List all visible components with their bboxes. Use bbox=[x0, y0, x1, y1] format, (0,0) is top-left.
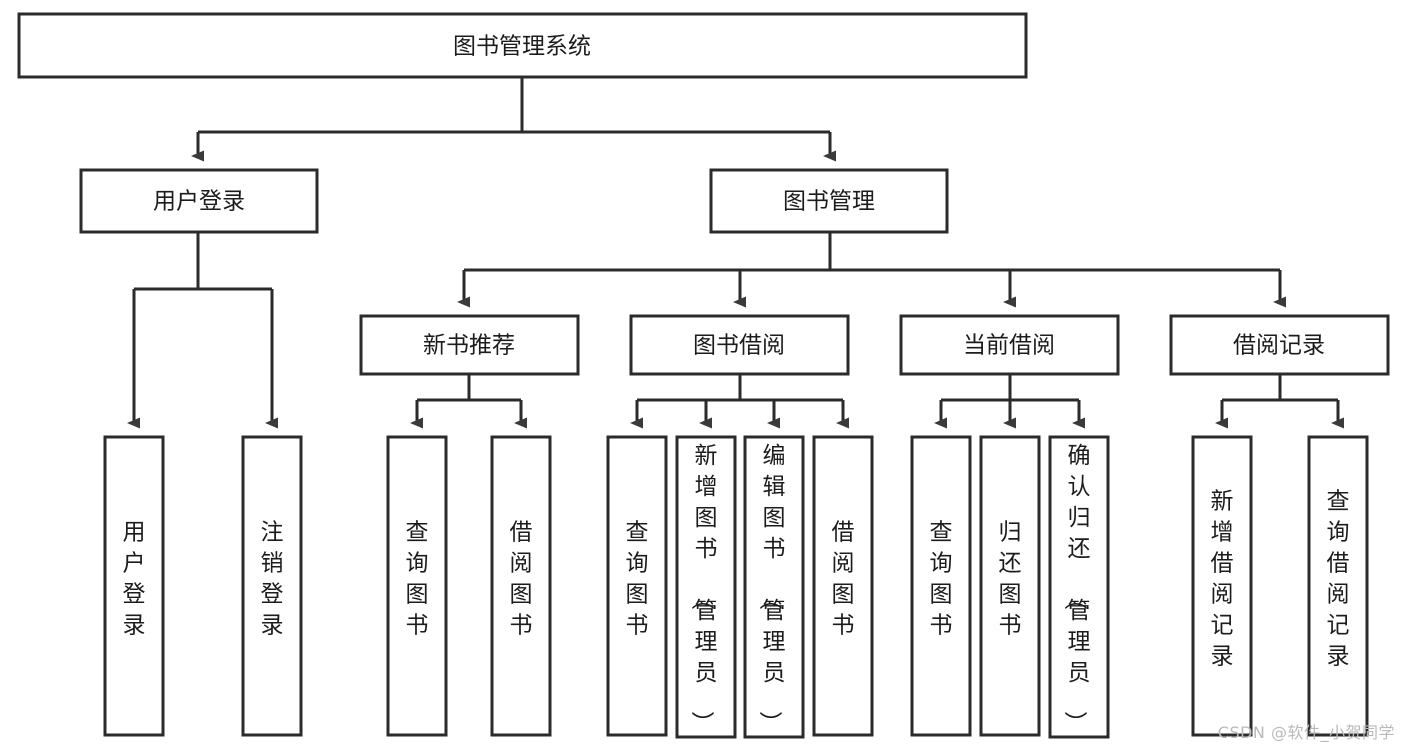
node-leaf-borrow-book-2-label: 借阅图书 bbox=[832, 520, 855, 639]
node-leaf-add-book-label: 新增图书（管理员） bbox=[689, 443, 718, 734]
node-leaf-query-book-2-box[interactable] bbox=[606, 435, 668, 737]
node-leaf-add-record[interactable]: 新增借阅记录 bbox=[1191, 435, 1253, 737]
node-current-borrow[interactable]: 当前借阅 bbox=[899, 314, 1120, 376]
node-leaf-edit-book-label: 编辑图书（管理员） bbox=[757, 443, 786, 734]
node-leaf-edit-book[interactable]: 编辑图书（管理员） bbox=[743, 435, 805, 739]
csdn-watermark: CSDN @软件_小贺同学 bbox=[1217, 723, 1395, 742]
node-leaf-confirm-return[interactable]: 确认归还（管理员） bbox=[1048, 435, 1110, 739]
node-book-management-label: 图书管理 bbox=[783, 189, 875, 215]
node-leaf-edit-book-box[interactable] bbox=[743, 435, 805, 739]
node-new-book-recommend[interactable]: 新书推荐 bbox=[359, 314, 580, 376]
node-leaf-return-book[interactable]: 归还图书 bbox=[979, 435, 1041, 737]
node-book-borrow-label: 图书借阅 bbox=[693, 333, 785, 359]
node-book-management[interactable]: 图书管理 bbox=[709, 168, 949, 234]
node-root-box[interactable] bbox=[17, 12, 1028, 79]
node-book-borrow-box[interactable] bbox=[629, 314, 850, 376]
node-root[interactable]: 图书管理系统 bbox=[17, 12, 1028, 79]
node-leaf-borrow-book-2-box[interactable] bbox=[812, 435, 874, 737]
node-user-login-box[interactable] bbox=[79, 168, 319, 234]
node-leaf-query-record-box[interactable] bbox=[1307, 435, 1369, 737]
node-borrow-record-box[interactable] bbox=[1169, 314, 1390, 376]
node-leaf-add-record-box[interactable] bbox=[1191, 435, 1253, 737]
node-user-login-label: 用户登录 bbox=[153, 189, 245, 215]
node-leaf-query-book-1-label: 查询图书 bbox=[406, 520, 429, 639]
node-leaf-logout-login[interactable]: 注销登录 bbox=[241, 435, 303, 737]
node-leaf-borrow-book-1-label: 借阅图书 bbox=[510, 520, 533, 639]
node-user-login[interactable]: 用户登录 bbox=[79, 168, 319, 234]
node-root-label: 图书管理系统 bbox=[453, 34, 591, 60]
node-leaf-borrow-book-1[interactable]: 借阅图书 bbox=[490, 435, 552, 737]
node-leaf-query-book-1[interactable]: 查询图书 bbox=[386, 435, 448, 737]
node-leaf-user-login[interactable]: 用户登录 bbox=[103, 435, 165, 737]
node-new-book-recommend-label: 新书推荐 bbox=[423, 333, 515, 359]
node-leaf-query-book-2[interactable]: 查询图书 bbox=[606, 435, 668, 737]
node-leaf-logout-login-label: 注销登录 bbox=[261, 520, 284, 639]
node-leaf-query-record[interactable]: 查询借阅记录 bbox=[1307, 435, 1369, 737]
node-leaf-query-book-3[interactable]: 查询图书 bbox=[910, 435, 972, 737]
node-leaf-query-book-3-label: 查询图书 bbox=[930, 520, 953, 639]
node-leaf-user-login-label: 用户登录 bbox=[123, 520, 146, 639]
node-book-borrow[interactable]: 图书借阅 bbox=[629, 314, 850, 376]
node-leaf-borrow-book-2[interactable]: 借阅图书 bbox=[812, 435, 874, 737]
node-leaf-logout-login-box[interactable] bbox=[241, 435, 303, 737]
node-leaf-return-book-box[interactable] bbox=[979, 435, 1041, 737]
node-leaf-query-book-1-box[interactable] bbox=[386, 435, 448, 737]
node-leaf-query-record-label: 查询借阅记录 bbox=[1327, 489, 1350, 670]
node-current-borrow-box[interactable] bbox=[899, 314, 1120, 376]
node-book-management-box[interactable] bbox=[709, 168, 949, 234]
node-leaf-confirm-return-box[interactable] bbox=[1048, 435, 1110, 739]
node-leaf-user-login-box[interactable] bbox=[103, 435, 165, 737]
node-leaf-confirm-return-label: 确认归还（管理员） bbox=[1062, 443, 1091, 734]
node-leaf-query-book-2-label: 查询图书 bbox=[626, 520, 649, 639]
node-leaf-add-book-box[interactable] bbox=[675, 435, 737, 739]
connector-group bbox=[127, 77, 1344, 429]
node-borrow-record-label: 借阅记录 bbox=[1233, 333, 1325, 359]
node-borrow-record[interactable]: 借阅记录 bbox=[1169, 314, 1390, 376]
node-leaf-add-record-label: 新增借阅记录 bbox=[1211, 489, 1234, 670]
node-leaf-query-book-3-box[interactable] bbox=[910, 435, 972, 737]
node-leaf-add-book[interactable]: 新增图书（管理员） bbox=[675, 435, 737, 739]
node-current-borrow-label: 当前借阅 bbox=[963, 333, 1055, 359]
node-leaf-return-book-label: 归还图书 bbox=[999, 520, 1022, 639]
node-leaf-borrow-book-1-box[interactable] bbox=[490, 435, 552, 737]
node-new-book-recommend-box[interactable] bbox=[359, 314, 580, 376]
